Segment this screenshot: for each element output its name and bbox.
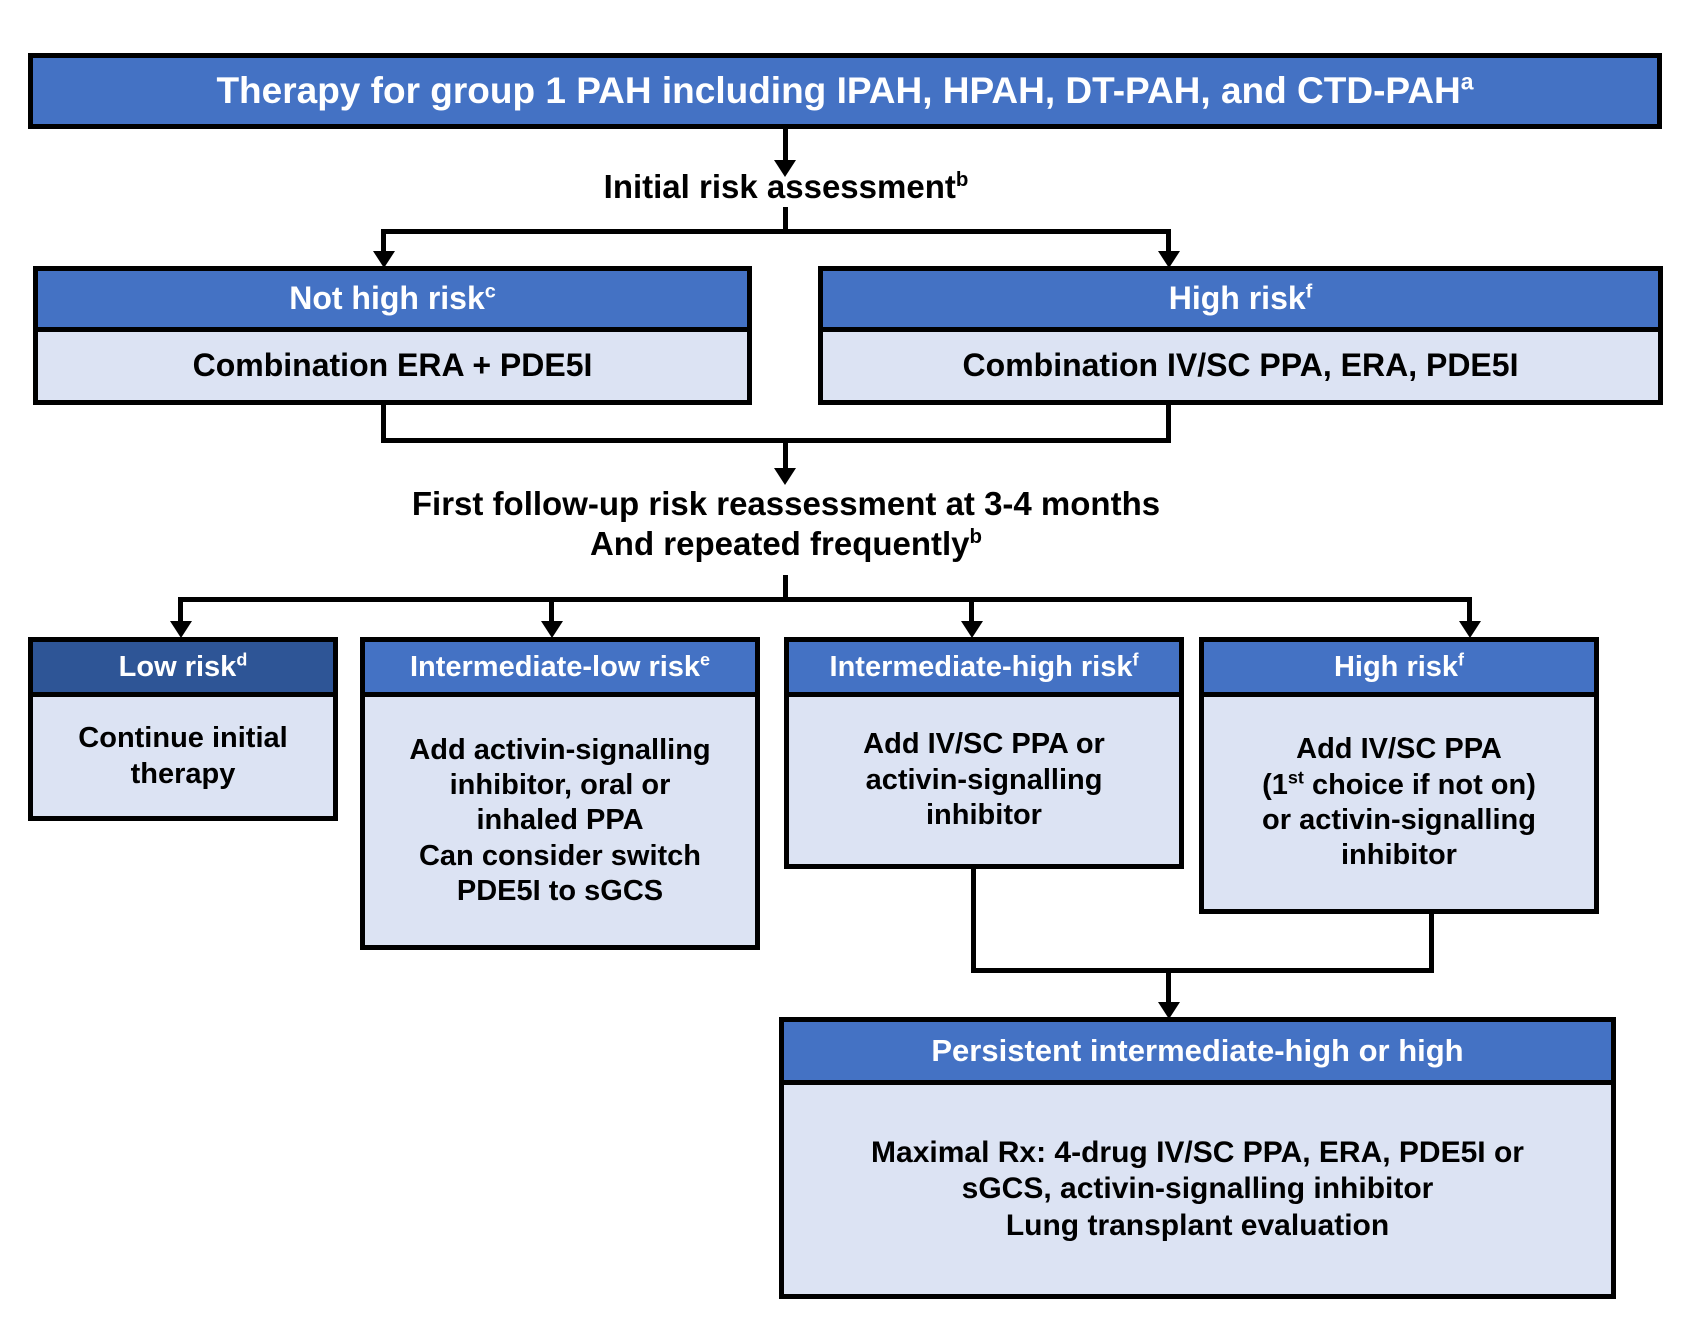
connector-tier1-split-bar — [381, 229, 1171, 234]
connector-merge-to-persistent — [1166, 968, 1171, 1008]
node-not-high-risk-header: Not high riskc — [38, 271, 747, 332]
connector-persistent-merge-bar — [971, 968, 1434, 973]
connector-tier2-drop-4 — [1467, 597, 1472, 627]
connector-tier2-split-bar — [178, 597, 1472, 602]
arrowhead-tier1-right — [1158, 251, 1180, 268]
node-high-risk-followup-footnote: f — [1458, 649, 1465, 670]
arrowhead-banner-to-initial — [774, 160, 796, 177]
node-low-risk-footnote: d — [236, 649, 248, 670]
node-intermediate-low-risk-body-line: Add activin-signalling — [409, 733, 711, 766]
followup-reassessment-footnote: b — [969, 524, 983, 548]
node-high-risk-initial[interactable]: High riskf Combination IV/SC PPA, ERA, P… — [818, 266, 1663, 405]
node-not-high-risk[interactable]: Not high riskc Combination ERA + PDE5I — [33, 266, 752, 405]
node-high-risk-followup-body-line: Add IV/SC PPA — [1296, 733, 1502, 766]
node-intermediate-high-risk-body: Add IV/SC PPA or activin-signalling inhi… — [789, 697, 1179, 864]
node-persistent-intermediate-high-or-high[interactable]: Persistent intermediate-high or high Max… — [779, 1017, 1616, 1299]
arrowhead-merge-to-reassessment — [774, 468, 796, 485]
connector-intermediate-high-down — [971, 866, 976, 973]
node-intermediate-low-risk-body: Add activin-signalling inhibitor, oral o… — [365, 697, 755, 945]
node-high-risk-followup-body-line: (1st choice if not on) — [1262, 766, 1536, 801]
node-low-risk-header: Low riskd — [33, 642, 333, 697]
node-intermediate-high-risk-header: Intermediate-high riskf — [789, 642, 1179, 697]
connector-merge-to-reassessment — [783, 438, 788, 474]
node-high-risk-followup-header: High riskf — [1204, 642, 1594, 697]
node-persistent-body-line: sGCS, activin-signalling inhibitor — [961, 1172, 1434, 1206]
node-intermediate-low-risk[interactable]: Intermediate-low riske Add activin-signa… — [360, 637, 760, 950]
arrowhead-tier1-left — [373, 251, 395, 268]
node-low-risk-body-line: therapy — [130, 757, 236, 790]
arrowhead-tier2-low-risk — [170, 621, 192, 638]
node-intermediate-low-risk-body-line: PDE5I to sGCS — [456, 875, 664, 908]
node-high-risk-followup-body: Add IV/SC PPA (1st choice if not on) or … — [1204, 697, 1594, 909]
node-low-risk-body-line: Continue initial — [78, 722, 288, 755]
node-not-high-risk-footnote: c — [484, 280, 496, 303]
followup-reassessment-label: First follow-up risk reassessment at 3-4… — [0, 484, 1572, 563]
arrowhead-tier2-high-risk — [1459, 621, 1481, 638]
arrowhead-tier2-intermediate-low — [541, 621, 563, 638]
node-not-high-risk-body-line: Combination ERA + PDE5I — [192, 347, 593, 384]
connector-high-risk-followup-down — [1429, 911, 1434, 973]
node-high-risk-initial-body: Combination IV/SC PPA, ERA, PDE5I — [823, 332, 1658, 400]
node-persistent-body: Maximal Rx: 4-drug IV/SC PPA, ERA, PDE5I… — [784, 1085, 1611, 1294]
arrowhead-merge-to-persistent — [1158, 1002, 1180, 1019]
node-low-risk[interactable]: Low riskd Continue initial therapy — [28, 637, 338, 821]
connector-reassessment-stem — [783, 575, 788, 601]
node-high-risk-initial-body-line: Combination IV/SC PPA, ERA, PDE5I — [962, 347, 1519, 384]
node-intermediate-low-risk-body-line: Can consider switch — [418, 839, 701, 872]
node-high-risk-followup-body-line: inhibitor — [1341, 839, 1457, 872]
node-intermediate-high-risk-body-line: inhibitor — [926, 799, 1042, 832]
node-high-risk-initial-footnote: f — [1305, 280, 1313, 303]
connector-tier1-right-drop — [1166, 229, 1171, 257]
title-banner-footnote: a — [1460, 68, 1474, 95]
node-low-risk-body: Continue initial therapy — [33, 697, 333, 816]
node-intermediate-low-risk-body-line: inhaled PPA — [476, 804, 644, 837]
node-not-high-risk-body: Combination ERA + PDE5I — [38, 332, 747, 400]
node-persistent-body-line: Lung transplant evaluation — [1005, 1208, 1390, 1242]
title-banner-text: Therapy for group 1 PAH including IPAH, … — [216, 68, 1474, 111]
node-intermediate-low-risk-footnote: e — [700, 649, 711, 670]
ordinal-suffix: st — [1287, 766, 1304, 787]
node-high-risk-initial-header: High riskf — [823, 271, 1658, 332]
node-persistent-header-text: Persistent intermediate-high or high — [931, 1032, 1464, 1068]
followup-reassessment-line2: And repeated frequently — [589, 524, 970, 562]
connector-high-risk-down — [1166, 405, 1171, 443]
node-intermediate-low-risk-header: Intermediate-low riske — [365, 642, 755, 697]
node-intermediate-high-risk[interactable]: Intermediate-high riskf Add IV/SC PPA or… — [784, 637, 1184, 869]
connector-banner-to-initial — [783, 129, 788, 165]
node-intermediate-high-risk-body-line: Add IV/SC PPA or — [863, 728, 1105, 761]
arrowhead-tier2-intermediate-high — [961, 621, 983, 638]
node-persistent-body-line: Maximal Rx: 4-drug IV/SC PPA, ERA, PDE5I… — [871, 1135, 1524, 1169]
connector-not-high-risk-down — [381, 405, 386, 443]
node-persistent-header: Persistent intermediate-high or high — [784, 1022, 1611, 1085]
connector-tier2-drop-1 — [178, 597, 183, 627]
followup-reassessment-line1: First follow-up risk reassessment at 3-4… — [411, 485, 1161, 522]
node-intermediate-low-risk-body-line: inhibitor, oral or — [449, 768, 671, 801]
connector-tier1-merge-bar — [381, 438, 1171, 443]
connector-tier1-left-drop — [381, 229, 386, 257]
node-intermediate-high-risk-body-line: activin-signalling — [865, 763, 1103, 796]
node-high-risk-followup[interactable]: High riskf Add IV/SC PPA (1st choice if … — [1199, 637, 1599, 914]
node-intermediate-high-risk-footnote: f — [1132, 649, 1139, 670]
title-banner: Therapy for group 1 PAH including IPAH, … — [28, 53, 1662, 129]
initial-risk-assessment-footnote: b — [955, 168, 969, 191]
initial-risk-assessment-label: Initial risk assessmentb — [603, 168, 969, 205]
connector-initial-stem — [783, 207, 788, 233]
connector-tier2-drop-2 — [549, 597, 554, 627]
connector-tier2-drop-3 — [969, 597, 974, 627]
node-high-risk-followup-body-line: or activin-signalling — [1262, 804, 1536, 836]
